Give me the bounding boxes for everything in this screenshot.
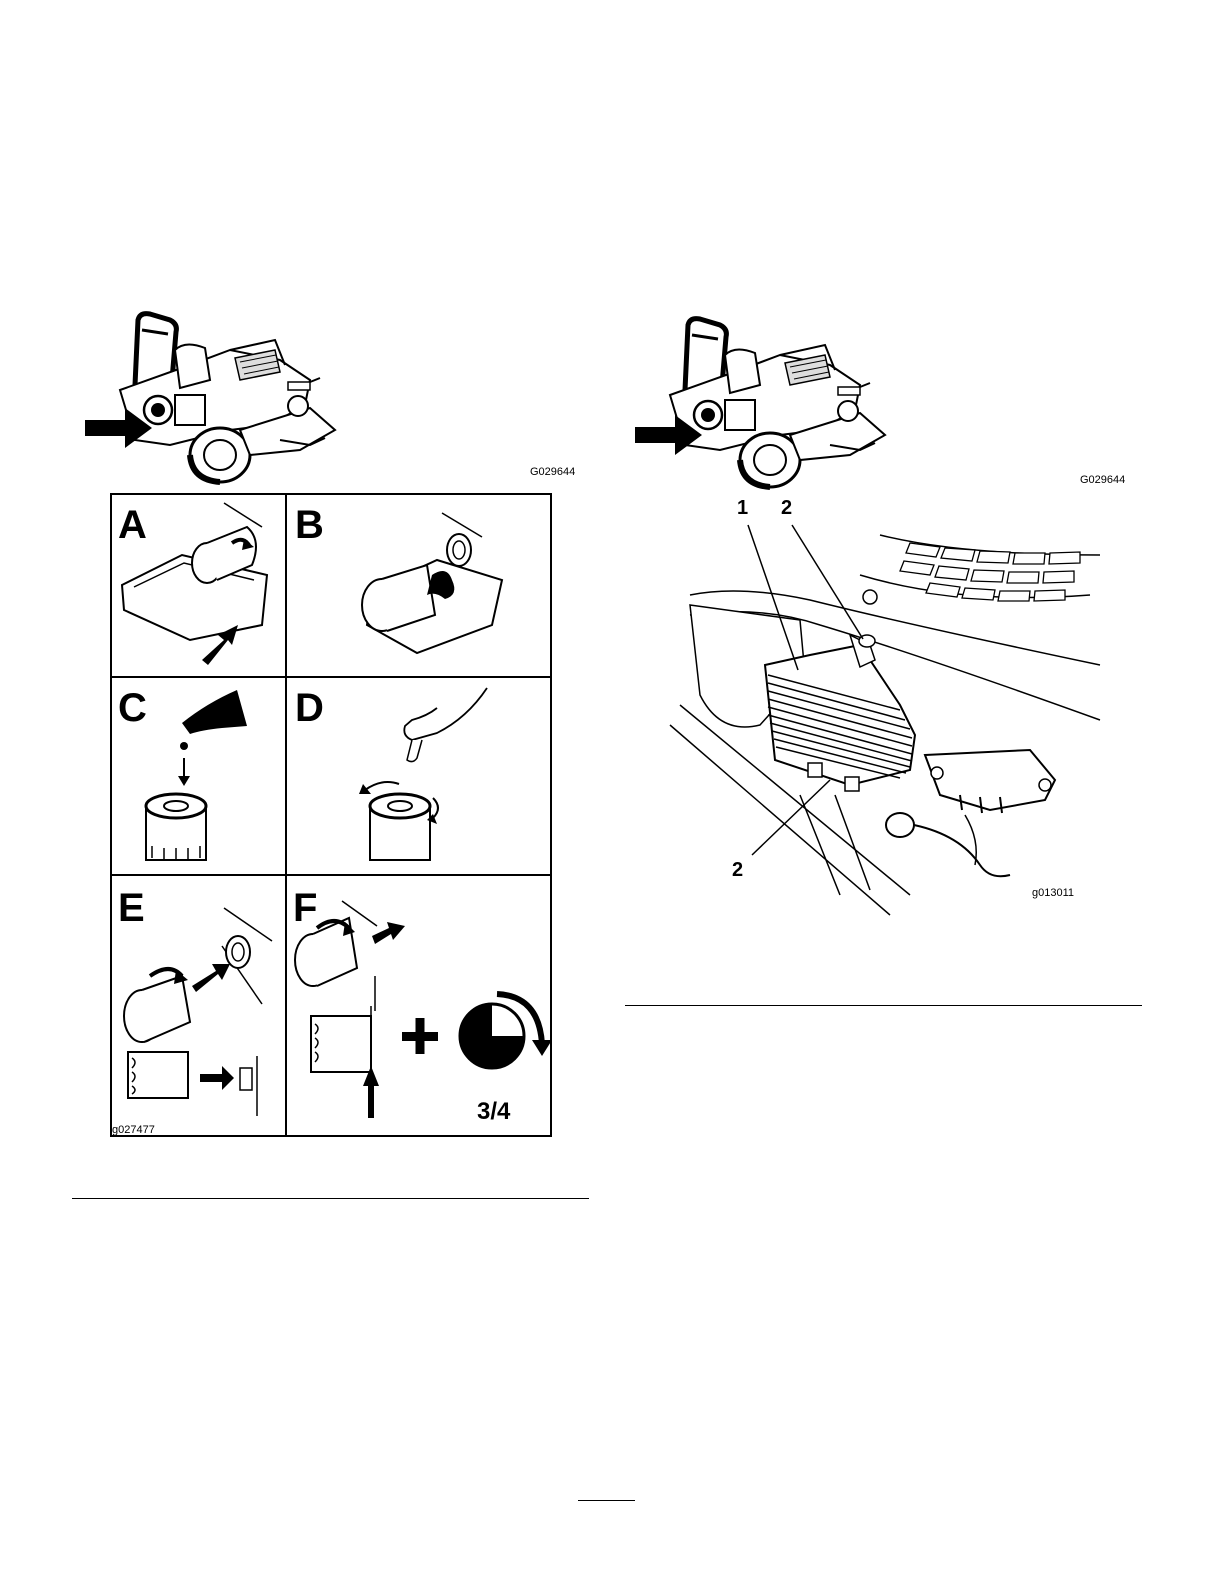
- mower-illustration-right: [630, 315, 1140, 490]
- filter-steps-grid: A B C: [110, 493, 552, 1137]
- mower-illustration-left: [80, 310, 590, 485]
- oil-gasket-icon: [287, 678, 550, 874]
- step-cell-c: C: [112, 678, 285, 874]
- wipe-gasket-icon: [287, 495, 550, 676]
- oil-cooler-illustration: [660, 495, 1110, 925]
- section-rule-right: [625, 1005, 1142, 1006]
- install-filter-icon: [112, 876, 285, 1135]
- callout-1: 1: [737, 497, 748, 520]
- figure-code: G029644: [1080, 474, 1125, 486]
- fill-new-filter-icon: [112, 678, 285, 874]
- step-cell-e: E: [112, 876, 285, 1135]
- section-rule-left: [72, 1198, 589, 1199]
- drain-pan-filter-icon: [112, 495, 285, 676]
- figure-code: g013011: [1032, 887, 1074, 899]
- step-cell-b: B: [287, 495, 550, 676]
- callout-2-top: 2: [781, 497, 792, 520]
- step-cell-a: A: [112, 495, 285, 676]
- oil-cooler-figure: 1 2 2 g013011: [660, 495, 1110, 925]
- left-mower-figure: [80, 310, 590, 485]
- step-cell-f: F 3/4: [287, 876, 550, 1135]
- callout-2-bottom: 2: [732, 859, 743, 882]
- tighten-filter-icon: [287, 876, 550, 1135]
- figure-code: G029644: [530, 466, 575, 478]
- step-cell-d: D: [287, 678, 550, 874]
- three-quarter-turn-label: 3/4: [477, 1098, 510, 1126]
- right-mower-figure: [630, 315, 1140, 490]
- figure-code: g027477: [112, 1124, 155, 1136]
- page-number-rule: [578, 1500, 635, 1501]
